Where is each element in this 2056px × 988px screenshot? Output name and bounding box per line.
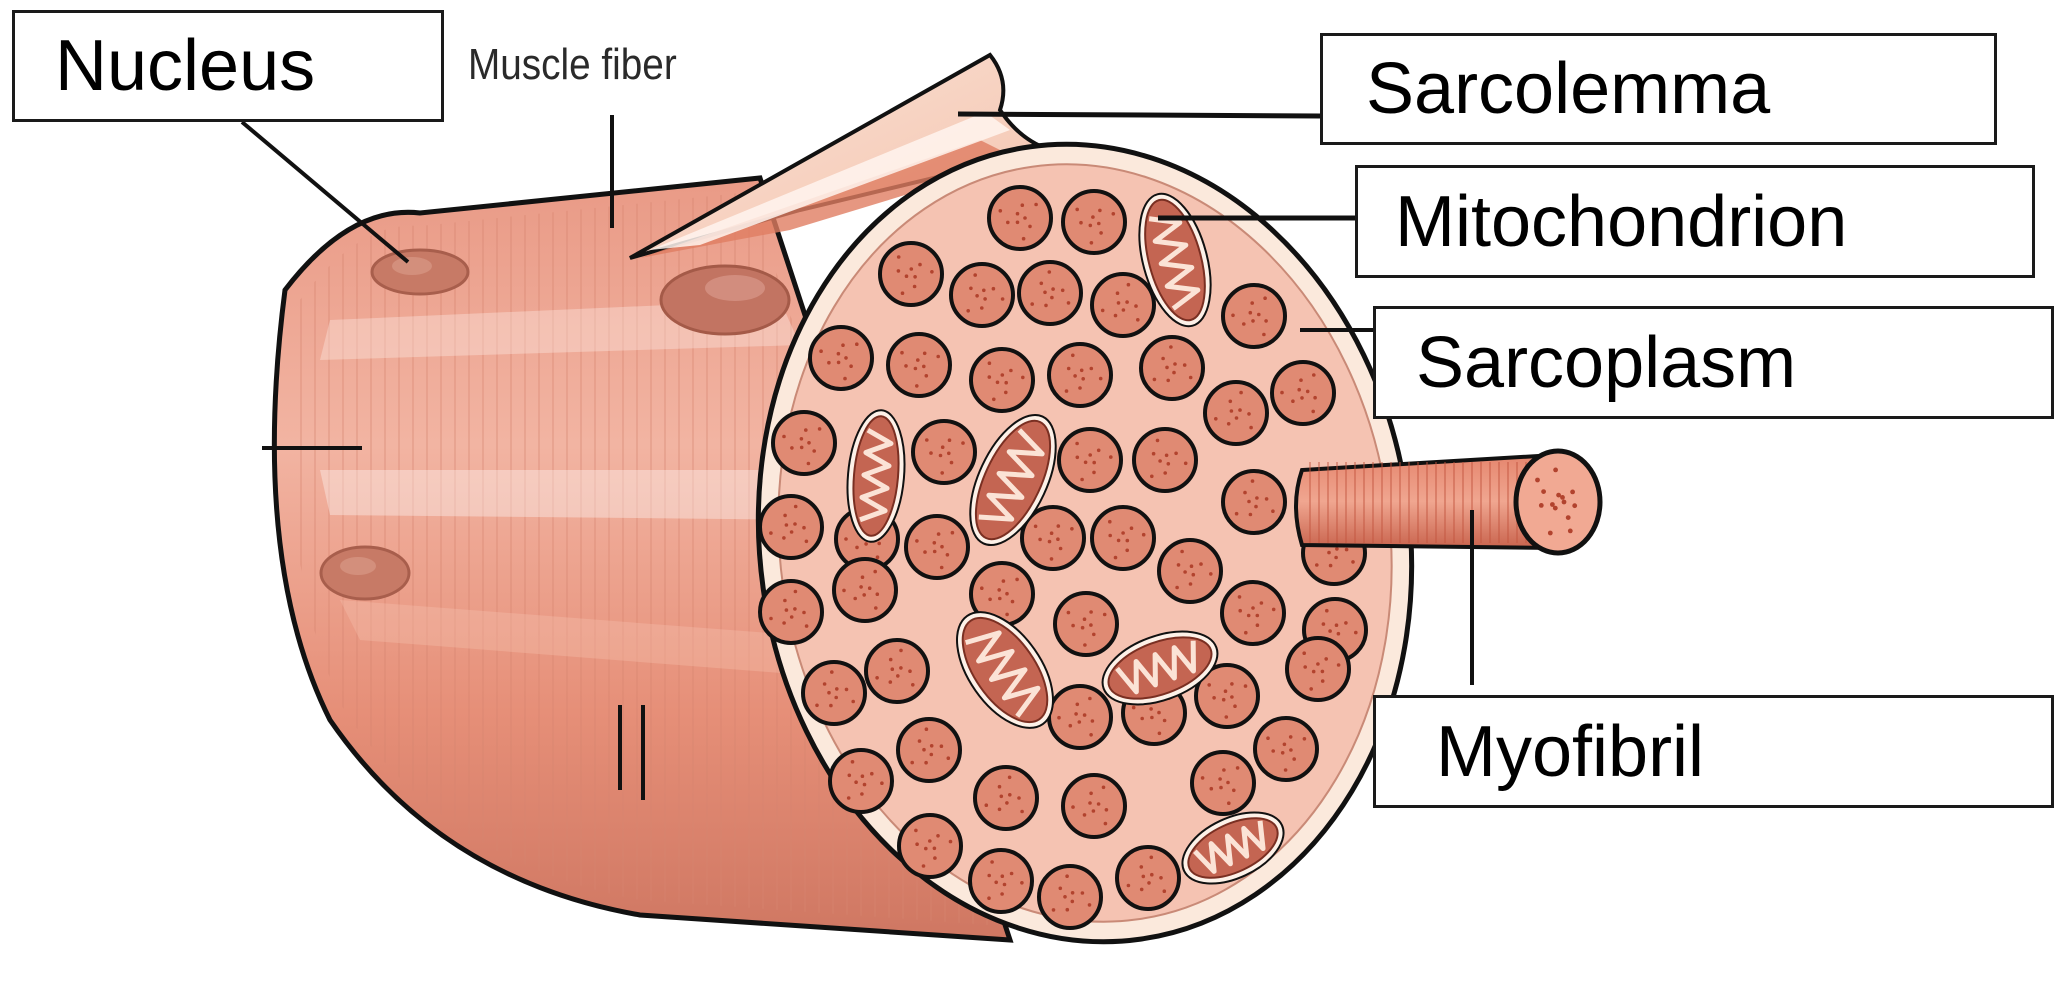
myofibril-circle: [834, 559, 896, 621]
mitochondrion-label: Mitochondrion: [1355, 165, 2035, 278]
myofibril-circle: [1117, 847, 1179, 909]
myofibril-circle: [773, 412, 835, 474]
myofibril-circle: [975, 767, 1037, 829]
myofibril-circle: [1049, 344, 1111, 406]
nucleus-leader: [242, 122, 408, 262]
myofibril-circle: [970, 850, 1032, 912]
myofibril-circle: [1141, 337, 1203, 399]
myofibril-circle: [1063, 191, 1125, 253]
myofibril-circle: [760, 581, 822, 643]
sarcolemma-label-text: Sarcolemma: [1366, 48, 1770, 130]
sarcoplasm-label-text: Sarcoplasm: [1416, 322, 1796, 404]
myofibril-circle: [1159, 540, 1221, 602]
nucleus-label: Nucleus: [12, 10, 444, 122]
myofibril-circle: [1205, 382, 1267, 444]
myofibril-circle: [913, 421, 975, 483]
myofibril-circle: [1134, 429, 1196, 491]
myofibril-circle: [1092, 507, 1154, 569]
myofibril-circle: [951, 264, 1013, 326]
myofibril-circle: [1287, 638, 1349, 700]
myofibril-circle: [971, 349, 1033, 411]
myofibril-circle: [1223, 471, 1285, 533]
myofibril-circle: [1255, 718, 1317, 780]
myofibril-circle: [880, 243, 942, 305]
myofibril-circle: [1092, 274, 1154, 336]
sarcoplasm-label: Sarcoplasm: [1373, 306, 2054, 419]
myofibril-circle: [830, 750, 892, 812]
myofibril-circle: [1059, 429, 1121, 491]
myofibril-label-text: Myofibril: [1436, 711, 1704, 793]
muscle-fiber-label: Muscle fiber: [468, 40, 677, 90]
myofibril-circle: [810, 327, 872, 389]
myofibril-circle: [1055, 593, 1117, 655]
myofibril-rod-end: [1516, 451, 1600, 553]
myofibril-label: Myofibril: [1373, 695, 2054, 808]
myofibril-circle: [1063, 775, 1125, 837]
myofibril-circle: [1019, 262, 1081, 324]
myofibril-circle: [899, 815, 961, 877]
myofibril-circle: [1049, 686, 1111, 748]
nucleus-label-text: Nucleus: [55, 25, 315, 107]
myofibril-circle: [888, 334, 950, 396]
myofibril-circle: [1039, 866, 1101, 928]
myofibril-circle: [1192, 752, 1254, 814]
myofibril-circle: [1222, 582, 1284, 644]
myofibril-circle: [866, 640, 928, 702]
mitochondrion-label-text: Mitochondrion: [1395, 181, 1847, 263]
myofibril-circle: [803, 662, 865, 724]
myofibril-circle: [898, 719, 960, 781]
myofibril-circle: [1223, 285, 1285, 347]
sarcolemma-label: Sarcolemma: [1320, 33, 1997, 145]
myofibril-circle: [906, 516, 968, 578]
sarcolemma-leader: [958, 114, 1320, 116]
myofibril-circle: [760, 496, 822, 558]
myofibril-circle: [1272, 362, 1334, 424]
myofibril-circle: [989, 187, 1051, 249]
